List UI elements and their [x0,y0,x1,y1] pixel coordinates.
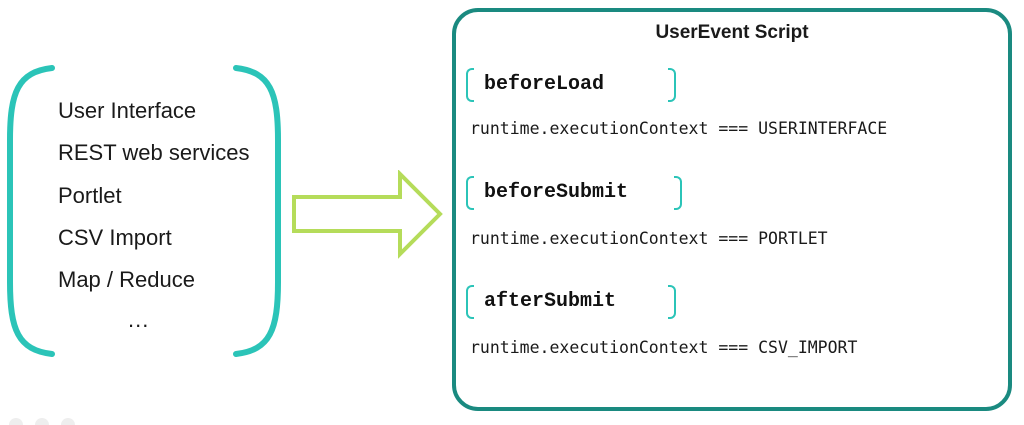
context-item-rest-web-services: REST web services [58,140,250,166]
context-item-csv-import: CSV Import [58,224,172,250]
execution-context-list: User Interface REST web services Portlet… [58,90,250,301]
hook-context-condition: runtime.executionContext === CSV_IMPORT [470,338,858,357]
context-ellipsis: ... [128,307,150,332]
hook-context-condition: runtime.executionContext === PORTLET [470,229,828,248]
hook-after-submit: afterSubmit [466,285,676,325]
right-brace [233,65,281,357]
hook-context-condition: runtime.executionContext === USERINTERFA… [470,119,888,138]
hook-bracket-right [668,68,676,102]
context-item-map-reduce: Map / Reduce [58,267,195,293]
hook-before-load: beforeLoad [466,68,676,108]
script-title: UserEvent Script [655,22,809,43]
context-item-user-interface: User Interface [58,98,197,123]
hook-name: beforeSubmit [484,181,629,204]
slide-dots-decoration [9,418,75,425]
hook-bracket-left [466,285,474,319]
hook-bracket-right [668,285,676,319]
arrow-right-icon [292,170,443,259]
hook-name: afterSubmit [484,290,617,313]
context-braces [7,65,281,357]
userevent-script-box: UserEvent Script beforeLoad runtime.exec… [452,8,1012,411]
hook-name: beforeLoad [484,73,605,96]
left-brace [7,65,55,357]
hook-bracket-right [674,176,682,210]
hook-bracket-left [466,176,474,210]
context-item-portlet: Portlet [58,182,122,208]
hook-bracket-left [466,68,474,102]
hook-before-submit: beforeSubmit [466,176,682,216]
